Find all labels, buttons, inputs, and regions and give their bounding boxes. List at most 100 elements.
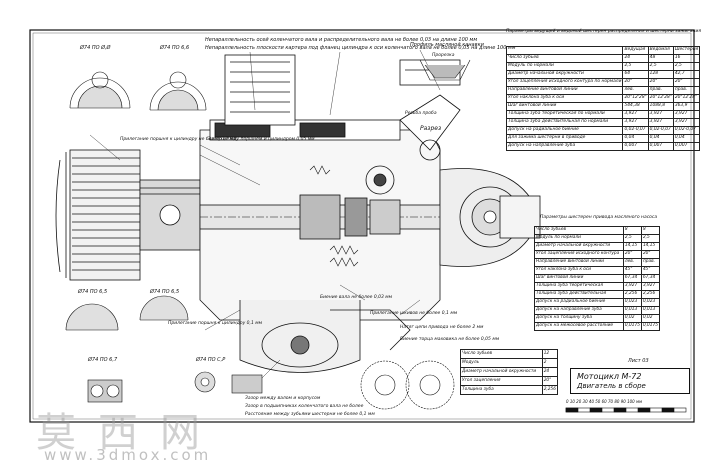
table-cell: 20°12'28" [622, 94, 649, 103]
sheet-frame [29, 29, 695, 423]
table-cell: 20° [640, 250, 661, 259]
table-cell: 67,34 [640, 274, 661, 283]
callout-9: Зазор в подшипниках коленчатого вала не … [245, 404, 364, 409]
callout-10: Расстояние между зубьями шестерни не бол… [245, 412, 375, 417]
table-cell: 0,04 [622, 134, 649, 143]
table-cell: прав. [640, 258, 661, 267]
detail-label-5: Ø74 ПО 6,7 [88, 357, 118, 363]
drawing-subtitle: Двигатель в сборе [577, 382, 646, 390]
detail-label-3: Ø74 ПО 6,5 [78, 289, 108, 295]
valve-springs [309, 165, 359, 267]
table-cell: Угол зацепления [460, 376, 543, 386]
table-cell: Шестерня [672, 46, 701, 55]
header-note-1: Непараллельность осей коленчатого вала и… [205, 37, 478, 43]
callout-6: Натяг цепи привода не более 2 мм [400, 325, 484, 330]
detail-label-2: Ø74 ПО 6,6 [160, 45, 190, 51]
scale-bar-graphic [565, 407, 687, 413]
callout-4: Биение вала не более 0,03 мм [320, 295, 393, 300]
table-cell: 3,927 [622, 110, 649, 119]
table-cell: 3,927 [647, 118, 674, 127]
table-cell: 0,023 [640, 298, 661, 307]
detail-label-1: Ø74 ПО Ø,Ø [80, 45, 111, 51]
table-cell: Диаметр начальной окружности [460, 367, 543, 377]
oil-pump-gear-detail [360, 360, 455, 410]
table-cell: Модуль [460, 358, 543, 368]
gear-detail-3 [65, 303, 119, 331]
callout-2: Зазор между поршнем и цилиндром 0,05 мм [208, 137, 315, 142]
table-cell: 0,04 [647, 134, 674, 143]
table-cell: 0,02-0,07 [672, 126, 701, 135]
gear-detail-1 [69, 71, 131, 109]
table-cell: 20° [541, 376, 559, 386]
table-cell: 0,013 [640, 306, 661, 315]
table-cell: 45° [640, 266, 661, 275]
table1-heading: Параметры ведущей и ведомой шестерен рас… [506, 29, 702, 34]
gear-detail-4 [139, 295, 189, 321]
table2-heading: Параметры шестерен привода масляного нас… [540, 215, 658, 220]
table-cell: Число зубьев [534, 226, 624, 235]
table-cell: лев. [622, 86, 649, 95]
table-cell: Допуск на толщину зуба [534, 314, 624, 323]
section-mark: Разрез [420, 125, 442, 132]
table-cell: 2,256 [541, 385, 559, 395]
table-cell: Шаг винтовой линии [505, 102, 624, 111]
table-cell: Диаметр начальной окружности [505, 70, 624, 79]
table-cell: 0,0175 [622, 322, 642, 331]
callout-5: Прилегание шкивов не более 0,1 мм [370, 311, 458, 316]
table-cell: Диаметр начальной окружности [534, 242, 624, 251]
table-cell: 67,34 [622, 274, 642, 283]
table-cell: 3,927 [672, 110, 701, 119]
table-cell: 20° [622, 78, 649, 87]
table-cell: 45° [622, 266, 642, 275]
gear-detail-6 [194, 371, 263, 394]
table-cell: Допуск на радиальное биение [505, 126, 624, 135]
table-cell: 2,5 [622, 62, 649, 71]
table-row: Угол зацепления исходного контура по нор… [505, 78, 701, 87]
engine-cross-section [55, 54, 541, 373]
table-cell: Число зубьев [505, 54, 624, 63]
table-cell: 12 [541, 349, 559, 359]
table-cell: прав. [647, 86, 674, 95]
table-cell: Для зажима шестерни в приводе [505, 134, 624, 143]
groove-sub-label: Прорезка [432, 53, 455, 58]
table-cell: 16 [672, 54, 701, 63]
table-cell: 2,5 [640, 234, 661, 243]
gear-detail-5 [87, 379, 123, 403]
table-cell: Ведущая [622, 46, 649, 55]
table-cell: 64 [622, 70, 649, 79]
table-cell: 14,15 [622, 242, 642, 251]
table-cell: 363,9 [672, 102, 701, 111]
cylinder-fins [55, 149, 141, 281]
thread-note: Резьба проба [405, 111, 437, 116]
table-cell: 3,927 [647, 110, 674, 119]
table-cell: 24 [622, 54, 649, 63]
table-cell: 2,256 [640, 290, 661, 299]
groove-profile-detail [419, 59, 471, 81]
table-cell: 20° [672, 78, 701, 87]
table-cell: 20°12'28" [672, 94, 701, 103]
drawing-title: Мотоцикл М-72 [577, 372, 642, 381]
table-cell: Ведомая [647, 46, 674, 55]
ignition-assembly [365, 59, 461, 195]
table-cell: Направление винтовой линии [505, 86, 624, 95]
table-cell: Угол зацепления исходного контура по нор… [505, 78, 624, 87]
